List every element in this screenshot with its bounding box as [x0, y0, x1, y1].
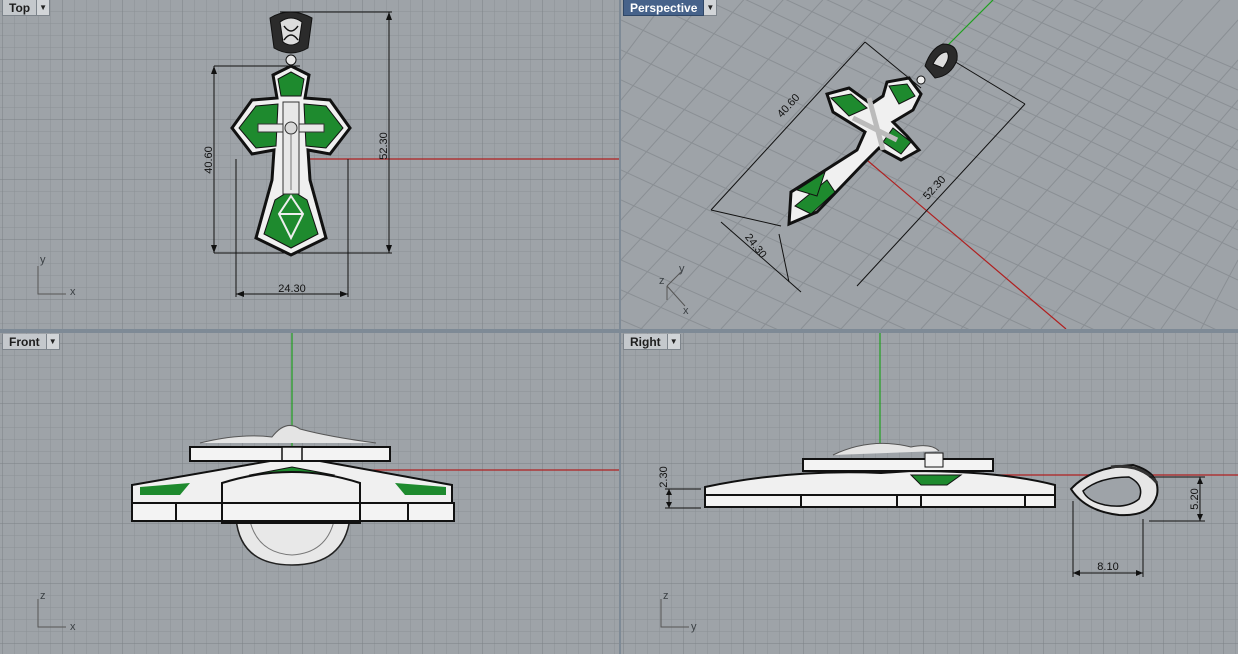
- axis-label-y: y: [691, 621, 697, 633]
- pendant-right: [704, 442, 1159, 517]
- viewport-title-top[interactable]: Top ▼: [2, 0, 51, 16]
- axis-label-x: x: [70, 621, 76, 633]
- axis-label-x: x: [683, 305, 689, 317]
- dim-height-cross: 40.60: [203, 146, 215, 174]
- cross-top: [230, 64, 352, 257]
- axis-label-z: z: [659, 275, 665, 287]
- axis-label-y: y: [679, 263, 685, 275]
- viewport-dropdown-icon[interactable]: ▼: [667, 334, 681, 350]
- axis-label-x: x: [70, 286, 76, 298]
- axis-label-y: y: [40, 254, 46, 266]
- viewport-title-perspective[interactable]: Perspective ▼: [623, 0, 718, 16]
- dim-bail-width: 8.10: [1097, 561, 1118, 573]
- viewport-label: Front: [2, 334, 47, 350]
- axis-label-z: z: [40, 590, 46, 602]
- viewport-top-canvas[interactable]: 52.30 40.60 24.30 y x: [0, 0, 619, 329]
- viewport-right[interactable]: 2.30 5.20 8.10 z y Right ▼: [621, 333, 1238, 654]
- viewport-dropdown-icon[interactable]: ▼: [37, 0, 51, 16]
- dim-bail-height: 5.20: [1189, 488, 1201, 509]
- axis-widget-icon: z x: [37, 590, 76, 633]
- viewport-right-canvas[interactable]: 2.30 5.20 8.10 z y: [621, 333, 1238, 654]
- x-axis-line: [860, 154, 1067, 329]
- viewport-dropdown-icon[interactable]: ▼: [704, 0, 718, 16]
- viewport-front-canvas[interactable]: z x: [0, 333, 619, 654]
- viewport-dropdown-icon[interactable]: ▼: [46, 334, 60, 350]
- dim-thickness: 2.30: [658, 466, 670, 487]
- viewport-perspective-canvas[interactable]: 40.60 52.30 24.30 z y x: [621, 0, 1238, 329]
- viewport-perspective[interactable]: 40.60 52.30 24.30 z y x Perspective ▼: [621, 0, 1238, 329]
- dimension-lines: [213, 11, 392, 297]
- axis-widget-icon: z y x: [659, 263, 689, 317]
- axis-widget-icon: z y: [660, 590, 697, 633]
- bail-top: [269, 11, 313, 66]
- viewport-label: Top: [2, 0, 38, 16]
- dim-height-outer: 52.30: [378, 132, 390, 160]
- viewport-top[interactable]: 52.30 40.60 24.30 y x Top ▼: [0, 0, 619, 329]
- dim-width: 24.30: [278, 283, 306, 295]
- perspective-grid: [621, 0, 1238, 329]
- axis-widget-icon: y x: [37, 254, 76, 298]
- axis-label-z: z: [663, 590, 669, 602]
- cross-perspective: [787, 43, 958, 227]
- viewport-title-front[interactable]: Front ▼: [2, 334, 60, 350]
- viewport-front[interactable]: z x Front ▼: [0, 333, 619, 654]
- viewport-label: Perspective: [623, 0, 705, 16]
- pendant-front: [131, 424, 455, 566]
- viewport-label: Right: [623, 334, 668, 350]
- viewport-title-right[interactable]: Right ▼: [623, 334, 681, 350]
